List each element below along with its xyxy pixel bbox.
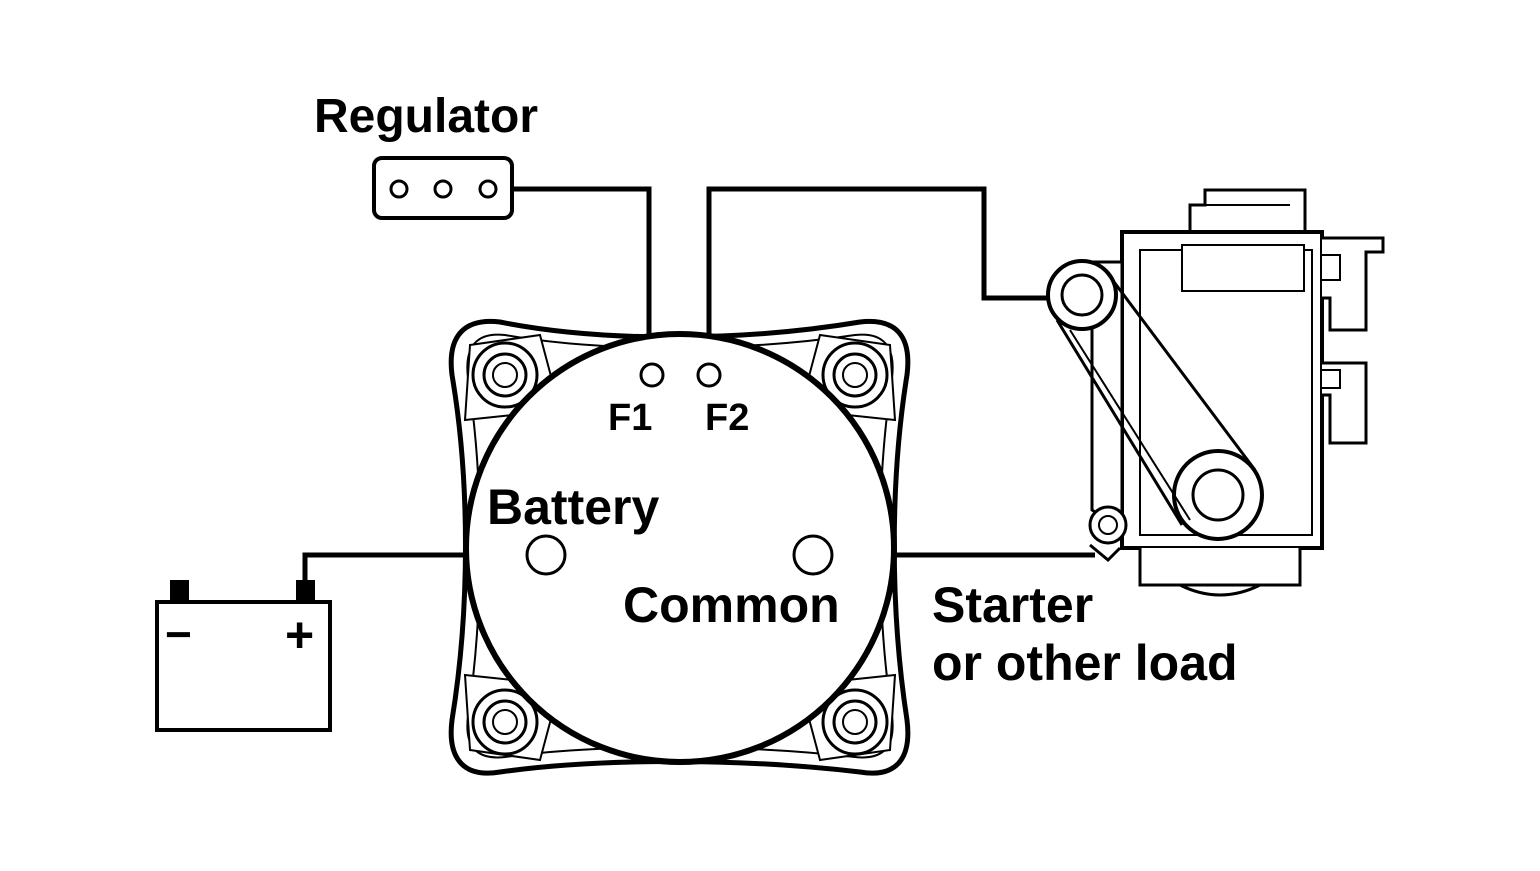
battery-case <box>155 600 332 732</box>
f1-label: F1 <box>608 397 652 439</box>
regulator-pin-3 <box>478 179 498 199</box>
regulator <box>372 156 514 220</box>
regulator-pin-2 <box>433 179 453 199</box>
battery-post-negative <box>170 580 189 602</box>
switch-face <box>463 331 897 765</box>
f2-label: F2 <box>705 397 749 439</box>
battery-minus-sign: − <box>165 608 192 660</box>
battery-plus-sign: + <box>285 607 314 663</box>
terminal-f1 <box>639 362 665 388</box>
terminal-f2 <box>696 362 722 388</box>
wire-f2-to-alternator <box>706 186 1050 365</box>
battery <box>155 580 332 732</box>
battery-terminal-label: Battery <box>487 479 659 535</box>
starter-label-line1: Starter <box>932 577 1093 633</box>
common-terminal-label: Common <box>623 577 840 633</box>
regulator-label: Regulator <box>314 90 538 143</box>
starter-motor <box>1046 188 1385 597</box>
battery-switch <box>448 318 911 776</box>
terminal-battery <box>525 534 567 576</box>
starter-label-line2: or other load <box>932 635 1238 691</box>
battery-post-positive <box>296 580 315 602</box>
wire-regulator-to-f1 <box>512 186 652 365</box>
wire-battery-to-terminal <box>302 552 528 580</box>
terminal-common <box>792 534 834 576</box>
regulator-pin-1 <box>389 179 409 199</box>
